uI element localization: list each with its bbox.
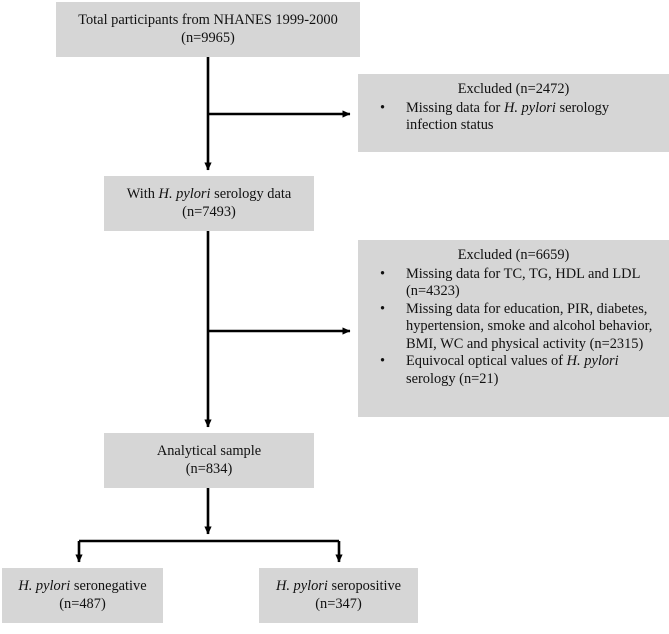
exclusion-2-item-2-line1: Equivocal optical values of H. pylori [406, 353, 661, 371]
text-pre: Equivocal optical values of [406, 353, 567, 370]
exclusion-1-item-0-line1: Missing data for H. pylori serology [406, 100, 661, 118]
bullet-icon: • [380, 353, 386, 370]
text-pre: With [126, 185, 159, 202]
node-exclusion-2: Excluded (n=6659) • Missing data for TC,… [358, 240, 669, 417]
text-post: serology data [210, 185, 292, 202]
species-name: H. pylori [18, 577, 71, 594]
node-serology-label: With H. pylori serology data [127, 186, 292, 204]
text-pre: Missing data for [406, 99, 504, 116]
list-item: • Missing data for H. pylori serology in… [366, 100, 661, 135]
exclusion-2-item-0-line2: (n=4323) [406, 283, 460, 300]
node-seronegative-count: (n=487) [59, 595, 106, 612]
exclusion-2-title: Excluded (n=6659) [457, 247, 570, 263]
node-seropositive: H. pylori seropositive (n=347) [259, 568, 418, 623]
exclusion-2-list: • Missing data for TC, TG, HDL and LDL (… [366, 266, 661, 389]
exclusion-2-item-1-line3: BMI, WC and physical activity (n=2315) [406, 335, 644, 352]
node-total-label: Total participants from NHANES 1999-2000 [78, 11, 338, 28]
node-analytical-count: (n=834) [185, 460, 233, 477]
list-item: • Missing data for education, PIR, diabe… [366, 301, 661, 354]
node-analytical-sample: Analytical sample (n=834) [104, 433, 314, 488]
exclusion-1-item-0-line2: infection status [406, 117, 494, 134]
node-seropositive-label: H. pylori seropositive [276, 578, 401, 596]
bullet-icon: • [380, 300, 386, 317]
exclusion-1-list: • Missing data for H. pylori serology in… [366, 100, 661, 135]
node-with-serology-data: With H. pylori serology data (n=7493) [104, 176, 314, 231]
exclusion-2-item-2-line2: serology (n=21) [406, 370, 499, 387]
list-item: • Missing data for TC, TG, HDL and LDL (… [366, 266, 661, 301]
node-total-participants: Total participants from NHANES 1999-2000… [56, 2, 360, 57]
exclusion-2-item-1-line2: hypertension, smoke and alcohol behavior… [406, 318, 653, 335]
node-total-count: (n=9965) [181, 29, 235, 46]
node-seronegative-label: H. pylori seronegative [18, 578, 146, 596]
exclusion-1-title: Excluded (n=2472) [457, 81, 570, 97]
text-post: serology [555, 99, 610, 116]
text-post: seronegative [70, 577, 147, 594]
list-item: • Equivocal optical values of H. pylori … [366, 353, 661, 388]
species-name: H. pylori [566, 353, 619, 370]
exclusion-2-item-0-line1: Missing data for TC, TG, HDL and LDL [406, 265, 641, 282]
node-analytical-label: Analytical sample [156, 442, 262, 459]
bullet-icon: • [380, 265, 386, 282]
bullet-icon: • [380, 99, 386, 116]
node-seropositive-count: (n=347) [315, 595, 362, 612]
text-post: seropositive [327, 577, 402, 594]
species-name: H. pylori [503, 99, 556, 116]
node-seronegative: H. pylori seronegative (n=487) [2, 568, 163, 623]
species-name: H. pylori [158, 185, 211, 202]
node-serology-count: (n=7493) [182, 203, 236, 220]
species-name: H. pylori [275, 577, 328, 594]
node-exclusion-1: Excluded (n=2472) • Missing data for H. … [358, 74, 669, 152]
exclusion-2-item-1-line1: Missing data for education, PIR, diabete… [406, 300, 648, 317]
